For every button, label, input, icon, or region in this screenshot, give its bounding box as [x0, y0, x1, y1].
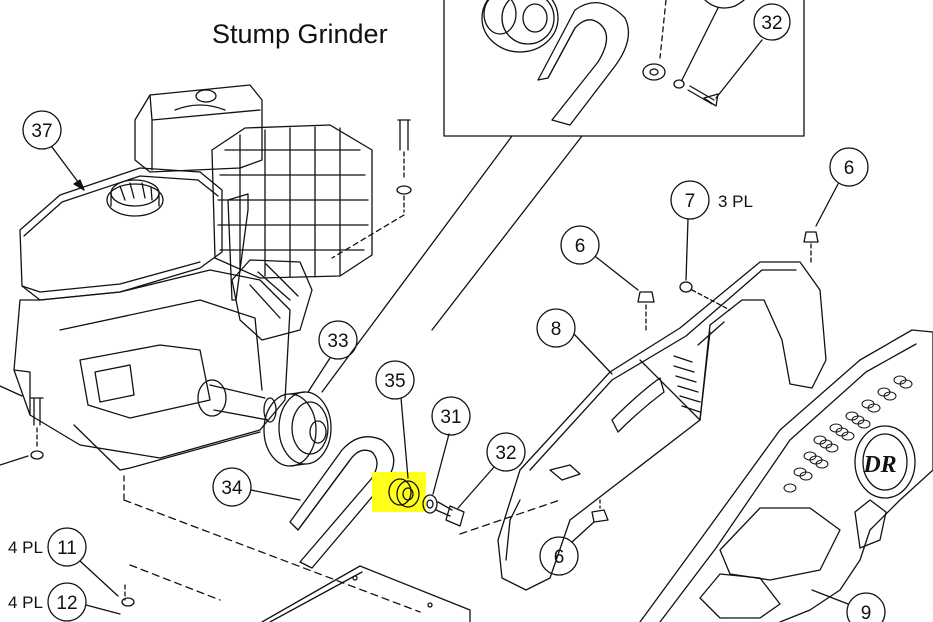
spacer-part-35: [372, 472, 426, 512]
svg-text:35: 35: [384, 371, 405, 392]
bolt-part-6-lower: [591, 499, 609, 523]
inset-leader-right: [431, 135, 583, 331]
callout-6-middle: 6: [560, 225, 639, 291]
svg-text:4 PL: 4 PL: [8, 593, 43, 612]
callout-6-upper-right: 6: [815, 147, 869, 227]
svg-text:33: 33: [327, 331, 348, 352]
callout-11: 4 PL 11: [8, 527, 119, 597]
diagram-title: Stump Grinder: [212, 19, 388, 49]
outer-cover-part-9: DR: [639, 329, 933, 622]
bolt-part-6-upper-right: [803, 231, 819, 263]
svg-text:37: 37: [31, 121, 52, 142]
svg-text:31: 31: [440, 407, 461, 428]
svg-text:6: 6: [844, 158, 855, 179]
svg-text:11: 11: [57, 538, 77, 559]
svg-text:9: 9: [861, 603, 872, 622]
highlight-box: [372, 472, 426, 512]
svg-text:6: 6: [554, 547, 565, 568]
inset-detail-box: [443, 0, 805, 137]
callout-35: 35: [375, 360, 415, 479]
engine-top-bolt: [331, 119, 412, 259]
engine-mount-bolts-left: [0, 385, 44, 466]
callout-7: 7 3 PL: [670, 180, 753, 281]
callout-32-inset: 32: [753, 3, 791, 41]
callout-12: 4 PL 12: [8, 582, 121, 622]
dr-logo: DR: [862, 452, 896, 478]
svg-text:12: 12: [56, 593, 77, 614]
bolt-part-32: [435, 501, 465, 527]
svg-text:34: 34: [221, 478, 243, 499]
callout-34: 34: [212, 467, 301, 507]
inset-leader-left: [321, 135, 513, 393]
pulley-part-33: [263, 391, 332, 467]
callout-31: 31: [431, 396, 471, 495]
nut-part-7: [679, 281, 731, 311]
engine-assembly: [13, 84, 373, 471]
callout-6-lower: 6: [539, 521, 595, 576]
callout-32: 32: [457, 432, 526, 509]
belt-part-34: [289, 436, 395, 569]
bolt-part-6-middle: [637, 291, 655, 331]
svg-text:32: 32: [495, 443, 516, 464]
note-3-pl: 3 PL: [718, 192, 753, 211]
svg-text:6: 6: [575, 236, 586, 257]
callout-partial-inset: [704, 0, 745, 9]
callout-33: 33: [307, 320, 358, 393]
svg-text:4 PL: 4 PL: [8, 538, 43, 557]
callout-9: 9: [811, 589, 886, 622]
callout-8: 8: [536, 308, 613, 375]
belt-guard-part-8: [497, 261, 827, 591]
washer-part-31: [422, 494, 438, 514]
svg-text:7: 7: [685, 191, 696, 212]
svg-text:32: 32: [761, 13, 782, 34]
base-frame: [121, 475, 561, 622]
svg-text:8: 8: [551, 319, 562, 340]
callout-37: 37: [22, 110, 85, 191]
